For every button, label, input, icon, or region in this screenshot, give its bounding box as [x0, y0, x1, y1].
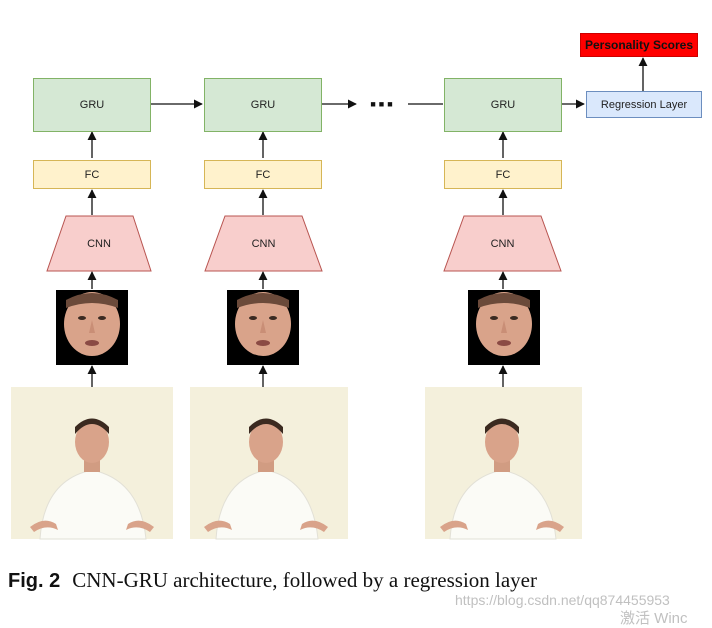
video-frame-image-3: [425, 387, 582, 540]
face-crop-image-3: [468, 290, 540, 365]
fc-box-3: FC: [444, 160, 562, 189]
gru-label-2: GRU: [250, 99, 276, 111]
cnn-label-2: CNN: [251, 238, 276, 250]
personality-scores-label: Personality Scores: [584, 38, 694, 52]
regression-layer-box: Regression Layer: [586, 91, 702, 118]
gru-box-2: GRU: [204, 78, 322, 132]
cnn-label-3: CNN: [490, 238, 515, 250]
figure-caption-text: CNN-GRU architecture, followed by a regr…: [72, 568, 537, 592]
cnn-trapezoid-3: [443, 215, 562, 272]
fc-label-2: FC: [255, 168, 271, 181]
gru-box-3: GRU: [444, 78, 562, 132]
architecture-diagram: GRU GRU GRU FC FC FC CNN CNN CNN ■■■ Reg…: [11, 33, 702, 540]
figure-number: Fig. 2: [8, 570, 61, 592]
video-frame-image-1: [11, 387, 173, 540]
fc-label-3: FC: [495, 168, 511, 181]
diagram-shapes: [11, 57, 648, 540]
regression-layer-label: Regression Layer: [600, 98, 688, 111]
fc-box-1: FC: [33, 160, 151, 189]
cnn-label-1: CNN: [87, 238, 111, 250]
fc-label-1: FC: [84, 168, 100, 181]
watermark-corner-text: 激活 Winc: [620, 610, 688, 627]
personality-scores-box: Personality Scores: [580, 33, 698, 57]
gru-label-1: GRU: [79, 99, 105, 111]
face-crop-image-1: [56, 290, 128, 365]
gru-label-3: GRU: [490, 99, 516, 111]
fc-box-2: FC: [204, 160, 322, 189]
cnn-trapezoid-1: [46, 215, 152, 272]
figure-caption: Fig. 2 CNN-GRU architecture, followed by …: [8, 568, 708, 593]
ellipsis-dots: ■■■: [370, 99, 396, 109]
video-frame-image-2: [190, 387, 348, 540]
gru-box-1: GRU: [33, 78, 151, 132]
watermark-url: https://blog.csdn.net/qq874455953: [455, 592, 670, 608]
face-crop-image-2: [227, 290, 299, 365]
cnn-trapezoid-2: [204, 215, 323, 272]
